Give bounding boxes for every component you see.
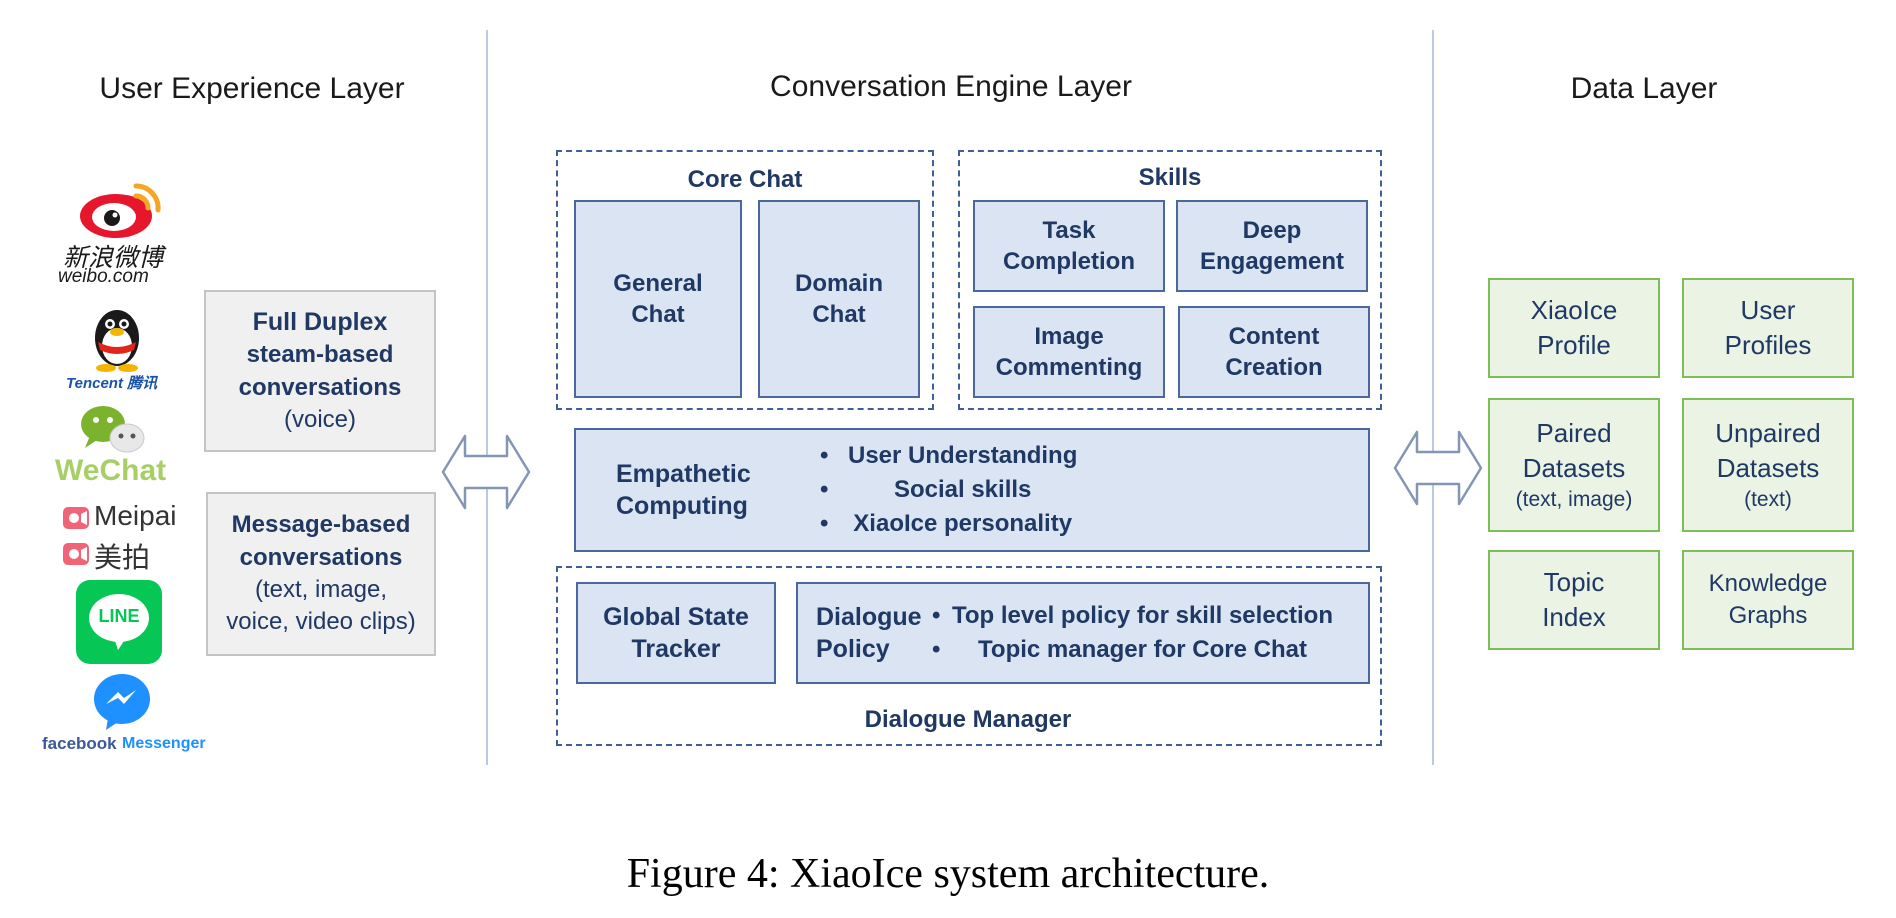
topic-index-box: Topic Index	[1488, 550, 1660, 650]
tencent-label: Tencent 腾讯	[66, 375, 158, 392]
weibo-url-label: weibo.com	[58, 266, 149, 287]
messenger-logo: facebook Messenger	[40, 672, 210, 762]
skills-label: Skills	[1138, 164, 1202, 191]
content-creation-box: Content Creation	[1178, 306, 1370, 398]
deep-engagement-box: Deep Engagement	[1176, 200, 1368, 292]
xiaoice-profile-box: XiaoIce Profile	[1488, 278, 1660, 378]
topic-index-label: Topic Index	[1542, 566, 1606, 632]
weibo-cn-label: 新浪微博	[63, 244, 164, 272]
empathetic-bullets: User Understanding Social skills XiaoIce…	[816, 439, 1077, 541]
message-based-box: Message-based conversations (text, image…	[206, 492, 436, 656]
messenger-label: Messenger	[122, 735, 206, 752]
facebook-label: facebook	[42, 734, 117, 753]
policy-bullet-skill-selection: Top level policy for skill selection	[928, 599, 1333, 633]
user-profiles-box: User Profiles	[1682, 278, 1854, 378]
meipai-camera-icon	[63, 507, 89, 529]
message-based-line1: Message-based	[231, 511, 411, 539]
tencent-logo: Tencent 腾讯	[62, 302, 172, 392]
full-duplex-line2: conversations	[238, 373, 402, 401]
meipai-cn-label: 美拍	[94, 542, 151, 573]
dialogue-manager-label: Dialogue Manager	[864, 706, 1072, 733]
empathetic-computing-title: Empathetic Computing	[616, 459, 751, 521]
weibo-icon	[80, 183, 161, 238]
full-duplex-title: Full Duplex	[252, 307, 388, 336]
wechat-logo: WeChat	[55, 400, 185, 492]
empathetic-computing-box: Empathetic Computing User Understanding …	[574, 428, 1370, 552]
meipai-camera-icon-2	[63, 543, 89, 565]
task-completion-label: Task Completion	[1003, 216, 1135, 275]
full-duplex-line3: (voice)	[283, 406, 356, 434]
message-based-line2: conversations	[239, 543, 403, 571]
domain-chat-label: Domain Chat	[794, 269, 883, 328]
divider-right	[1432, 30, 1434, 765]
user-profiles-label: User Profiles	[1724, 294, 1812, 360]
wechat-label: WeChat	[55, 454, 167, 487]
general-chat-label: General Chat	[613, 269, 703, 328]
global-state-tracker-box: Global State Tracker	[576, 582, 776, 684]
dialogue-policy-box: Dialogue Policy Top level policy for ski…	[796, 582, 1370, 684]
knowledge-graphs-box: Knowledge Graphs	[1682, 550, 1854, 650]
core-chat-label: Core Chat	[687, 166, 803, 193]
deep-engagement-label: Deep Engagement	[1199, 216, 1345, 275]
dialogue-manager-group	[556, 566, 1382, 746]
paired-datasets-sub: (text, image)	[1515, 487, 1633, 511]
global-state-tracker-label: Global State Tracker	[603, 602, 749, 664]
knowledge-graphs-label: Knowledge Graphs	[1708, 569, 1828, 629]
xiaoice-profile-label: XiaoIce Profile	[1530, 294, 1618, 360]
empathetic-bullet-personality: XiaoIce personality	[816, 507, 1077, 541]
weibo-logo: 新浪微博 weibo.com	[58, 178, 170, 298]
domain-chat-box: Domain Chat	[758, 200, 920, 398]
qq-penguin-icon	[95, 310, 139, 372]
figure-caption: Figure 4: XiaoIce system architecture.	[626, 851, 1270, 897]
content-creation-label: Content Creation	[1225, 322, 1323, 381]
meipai-en-label: Meipai	[94, 500, 177, 531]
paired-datasets-box: Paired Datasets (text, image)	[1488, 398, 1660, 532]
message-based-line3: (text, image,	[254, 576, 388, 603]
image-commenting-box: Image Commenting	[973, 306, 1165, 398]
wechat-icon	[81, 406, 145, 453]
conversation-engine-layer-title: Conversation Engine Layer	[770, 70, 1132, 103]
unpaired-datasets-box: Unpaired Datasets (text)	[1682, 398, 1854, 532]
line-label: LINE	[98, 606, 140, 626]
message-based-line4: voice, video clips)	[226, 608, 416, 636]
paired-datasets-label: Paired Datasets	[1522, 417, 1626, 483]
empathetic-bullet-social-skills: Social skills	[816, 473, 1077, 507]
data-layer-title: Data Layer	[1570, 72, 1718, 105]
messenger-icon	[94, 674, 150, 730]
core-chat-group	[556, 150, 934, 410]
policy-bullet-topic-manager: Topic manager for Core Chat	[928, 633, 1333, 667]
unpaired-datasets-label: Unpaired Datasets	[1715, 417, 1821, 483]
unpaired-datasets-sub: (text)	[1744, 487, 1792, 511]
dialogue-policy-bullets: Top level policy for skill selection Top…	[928, 599, 1333, 667]
full-duplex-line1: steam-based	[246, 341, 394, 369]
task-completion-box: Task Completion	[973, 200, 1165, 292]
dialogue-policy-title: Dialogue Policy	[816, 602, 922, 664]
empathetic-bullet-user-understanding: User Understanding	[816, 439, 1077, 473]
line-logo: LINE	[76, 580, 162, 664]
right-double-arrow-icon	[1393, 430, 1483, 506]
divider-left	[486, 30, 488, 765]
line-bubble-icon	[89, 594, 149, 650]
general-chat-box: General Chat	[574, 200, 742, 398]
meipai-logo: Meipai 美拍	[60, 500, 190, 573]
full-duplex-box: Full Duplex steam-based conversations (v…	[204, 290, 436, 452]
skills-group	[958, 150, 1382, 410]
image-commenting-label: Image Commenting	[995, 322, 1143, 381]
user-experience-layer-title: User Experience Layer	[99, 72, 405, 105]
left-double-arrow-icon	[441, 434, 531, 510]
